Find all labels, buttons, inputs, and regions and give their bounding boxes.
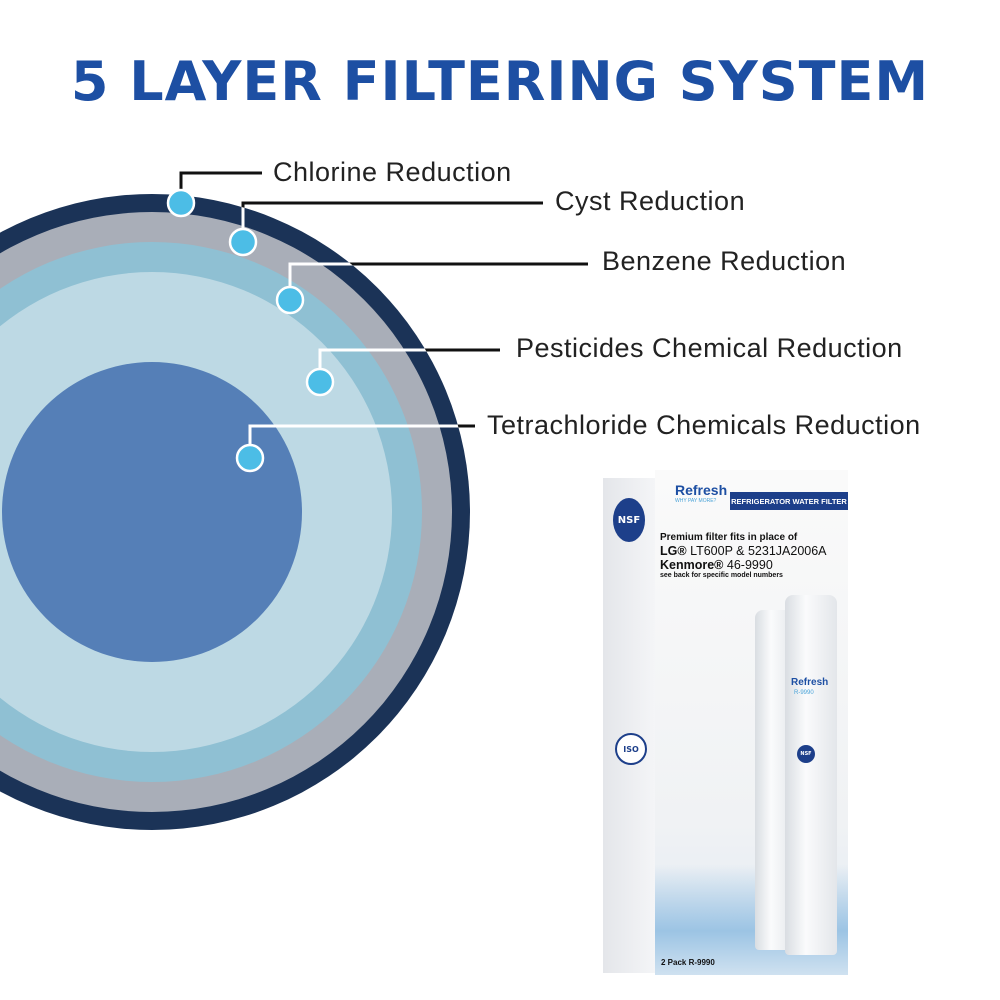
layer-marker <box>235 443 265 473</box>
layer-label: Benzene Reduction <box>602 246 847 276</box>
layer-label: Chlorine Reduction <box>273 157 512 187</box>
layer-marker <box>305 367 335 397</box>
box-side-panel: NSF ISO <box>603 478 656 973</box>
compatibility-text: Premium filter fits in place of LG® LT60… <box>660 532 827 580</box>
layer-marker <box>275 285 305 315</box>
layer-label: Tetrachloride Chemicals Reduction <box>487 410 921 440</box>
layer-marker <box>228 227 258 257</box>
pack-label: 2 Pack R-9990 <box>661 958 715 967</box>
filter-cartridge: Refresh R-9990 NSF <box>785 595 837 955</box>
layer-label: Cyst Reduction <box>555 186 746 216</box>
layer-label: Pesticides Chemical Reduction <box>516 333 903 363</box>
iso-badge: ISO <box>615 733 647 765</box>
page-title: 5 LAYER FILTERING SYSTEM <box>70 50 930 113</box>
nsf-badge: NSF <box>613 498 645 542</box>
product-banner: REFRIGERATOR WATER FILTER <box>730 492 848 510</box>
layer-ring <box>2 362 302 662</box>
layer-marker <box>166 188 196 218</box>
